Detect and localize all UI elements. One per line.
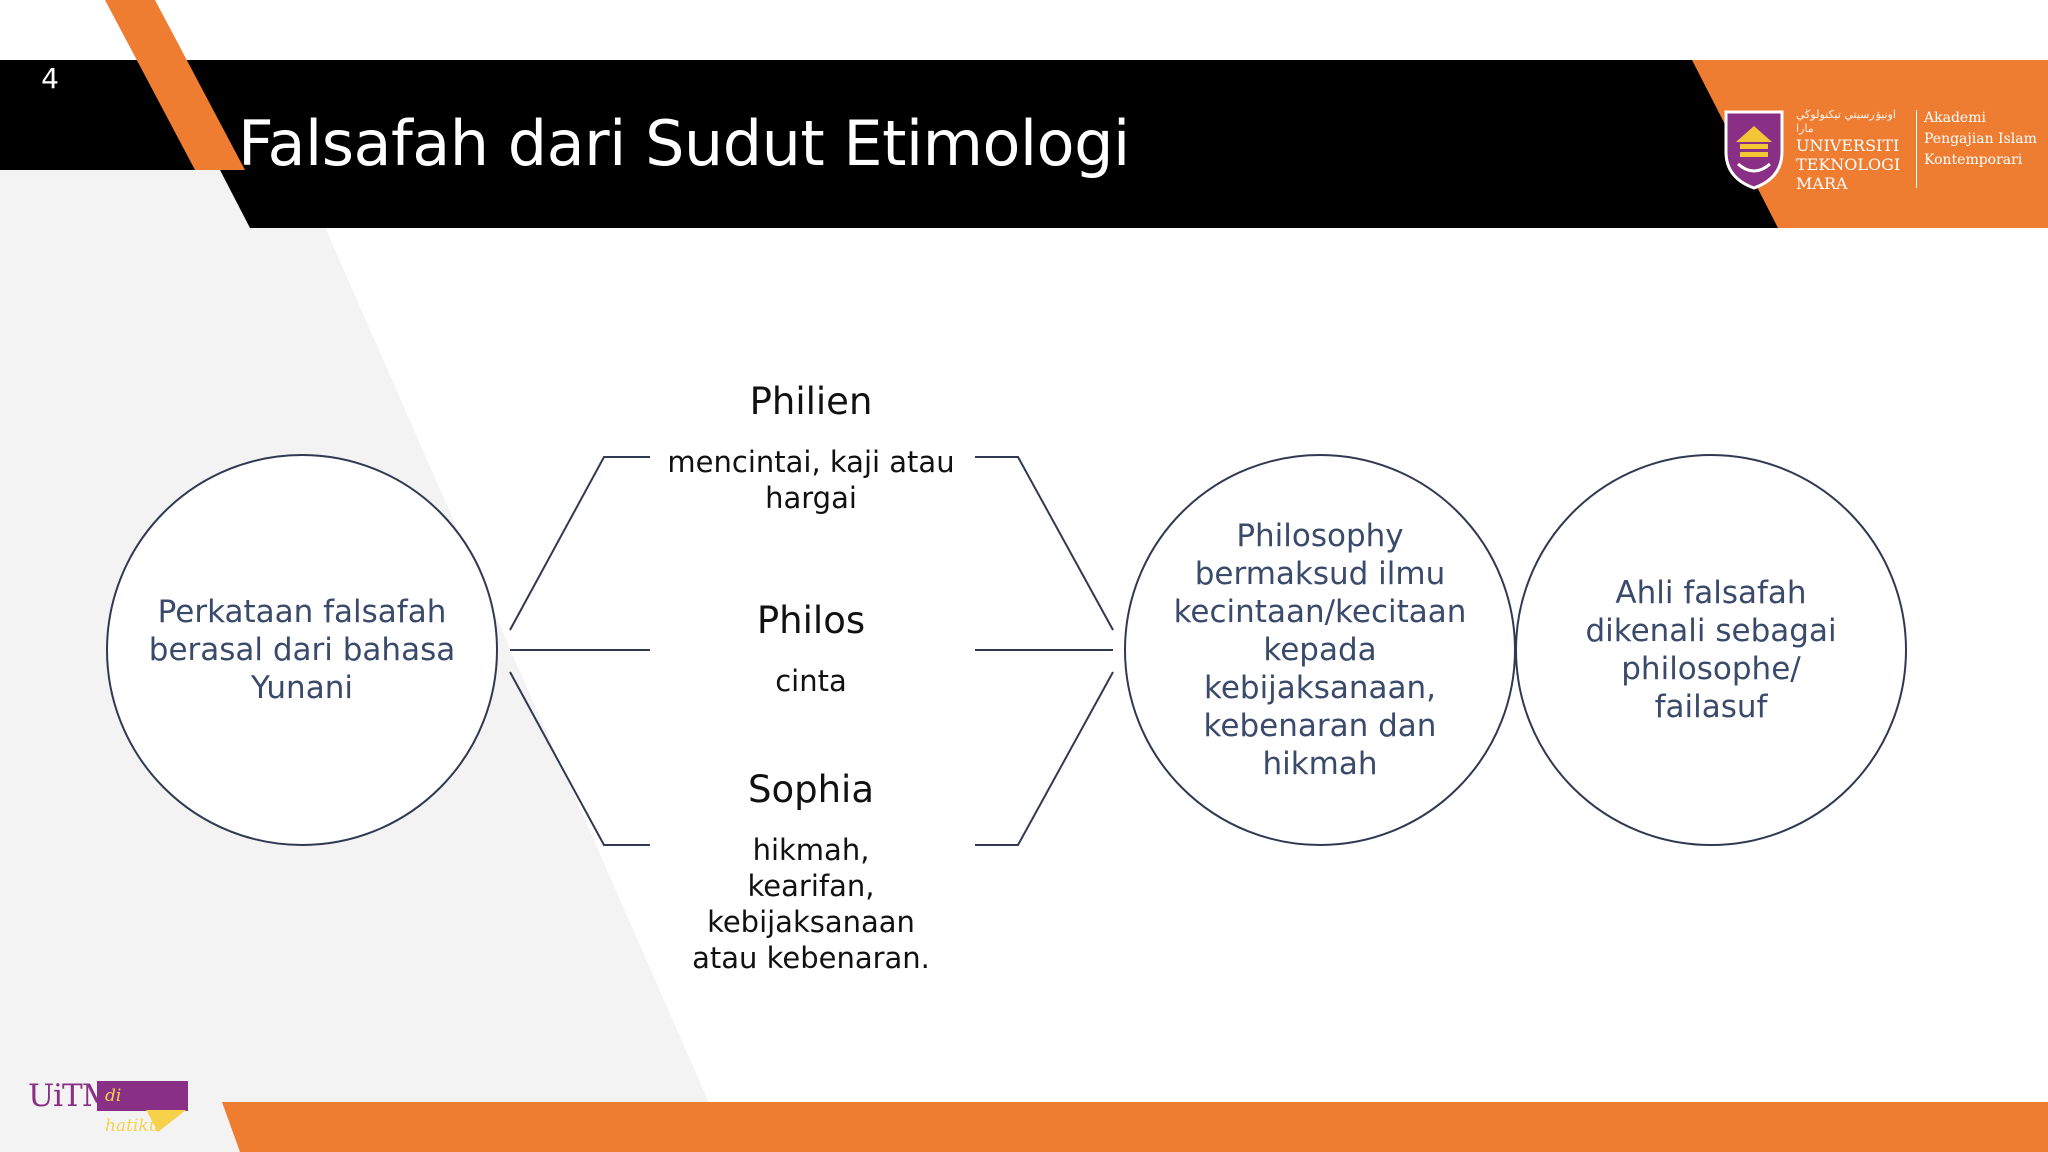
final-circle [1515,454,1907,846]
term-philien: Philien [749,380,873,423]
connector-lines [509,456,1114,846]
meaning-sophia: hikmah, kearifan, kebijaksanaan atau keb… [692,833,930,975]
badge-arrow-icon [146,1110,186,1132]
term-philos: Philos [756,599,866,642]
logo-university-line: UNIVERSITI [1796,136,1900,155]
meaning-philien: mencintai, kaji atau hargai [667,445,955,515]
logo-akademi-line: Pengajian Islam [1924,131,2037,147]
logo-akademi-line: Kontemporari [1924,152,2023,168]
page-title: Falsafah dari Sudut Etimologi [238,107,1130,180]
header-orange-stripe [105,0,245,170]
logo-akademi-name: Akademi Pengajian Islam Kontemporari [1924,108,2046,171]
header-black-bar [0,60,1780,228]
logo-university-line: MARA [1796,174,1848,193]
source-circle [106,454,498,846]
uitm-seal-icon [1724,110,1784,190]
final-circle-text: Ahli falsafah dikenali sebagai philosoph… [1585,575,1837,725]
connector-right-top [975,456,1114,631]
connector-left-top [509,456,650,631]
badge-tag-text: di hatiku [97,1081,188,1136]
source-circle-text: Perkataan falsafah berasal dari bahasa Y… [148,594,456,706]
footer-orange-bar [222,1102,2048,1152]
uitm-di-hatiku-badge: UiTM di hatiku [28,1076,188,1136]
logo-divider [1916,110,1917,188]
logo-akademi-line: Akademi [1924,110,1986,126]
result-circle-text: Philosophy bermaksud ilmu kecintaan/keci… [1173,518,1467,782]
logo-orange-block [1692,60,2048,228]
logo-university-name: اونيۏرسيتي تيكنولوڬي مارا UNIVERSITI TEK… [1796,108,1911,193]
slide-number: 4 [41,62,59,95]
connector-right-bottom [975,671,1114,846]
term-sophia: Sophia [747,768,874,811]
uitm-logo: اونيۏرسيتي تيكنولوڬي مارا UNIVERSITI TEK… [1716,104,2046,200]
connector-left-bottom [509,671,650,846]
logo-university-line: TEKNOLOGI [1796,155,1901,174]
logo-arabic-text: اونيۏرسيتي تيكنولوڬي مارا [1796,108,1896,135]
diagram-circles [106,454,1907,846]
meaning-philos: cinta [775,664,847,698]
